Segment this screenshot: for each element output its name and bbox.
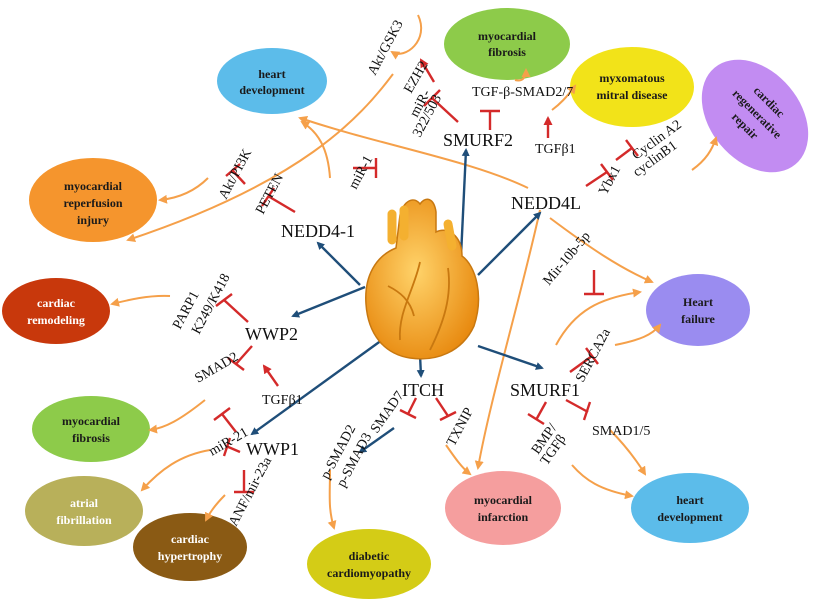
label-smad1-5: SMAD1/5 — [592, 424, 650, 439]
label-serca2a: SERCA2a — [573, 326, 614, 385]
label-anf-mir23a: ANF/mir-23a — [226, 454, 275, 529]
label-mir-10b: Mir-10b-5p — [541, 229, 594, 288]
activation-arrows — [250, 148, 544, 454]
label-akt-gsk3: Akt/GSK3 — [365, 18, 406, 78]
arrow-heart-to-wwp1 — [250, 339, 383, 436]
arrow-akt-gsk3-to-reperfusion — [126, 73, 394, 243]
arrow-bmp-to-heart-development — [571, 464, 634, 500]
arrow-nedd4-1-to-heart-development — [300, 120, 331, 179]
inhibition-links — [213, 58, 639, 494]
arrow-nedd4l-to-infarction — [474, 209, 541, 470]
label-smad7: SMAD7 — [368, 389, 408, 436]
node-wwp2: WWP2 — [245, 324, 298, 344]
arrow-heart-to-wwp2 — [291, 285, 366, 318]
arrow-psmad-to-diabetic — [327, 469, 337, 530]
arrow-tgf-smad-to-fibrosis — [514, 68, 531, 82]
arrow-ezh2 — [419, 58, 436, 83]
arrow-akt-pi3k-to-reperfusion — [158, 177, 209, 204]
arrow-smad2-to-fibrosis — [148, 399, 206, 434]
arrow-mir10b-to-heart-failure — [555, 288, 642, 346]
label-tgfb1-mid: TGFβ1 — [262, 393, 303, 408]
arrow-heart-to-smurf2 — [459, 148, 470, 257]
arrow-heart-to-nedd4l — [477, 211, 542, 276]
outcome-arrows — [110, 14, 719, 530]
arrow-mir21-to-atrial — [140, 449, 211, 492]
arrow-parp1-to-remodeling — [110, 294, 171, 307]
label-peten: PETEN — [253, 171, 287, 217]
label-smad2: SMAD2 — [193, 350, 242, 387]
label-mir-21: miR-21 — [207, 425, 252, 459]
arrow-to-akt-gsk3 — [390, 14, 423, 60]
arrow-serca-to-heart-failure — [614, 323, 662, 346]
ligase-nodes: NEDD4-1 SMURF2 NEDD4L WWP2 WWP1 ITCH SMU… — [245, 130, 581, 459]
label-ybx1: Ybx1 — [596, 163, 624, 198]
arrow-tgf-smad-to-myxomatous — [551, 84, 577, 111]
label-ezh2: EZH2 — [401, 59, 431, 96]
label-txnip: TXNIP — [444, 405, 477, 449]
arrow-nedd4l-to-heart-development — [298, 115, 529, 189]
label-tgfb1-top: TGFβ1 — [535, 142, 576, 157]
arrow-smad15-to-heart-development — [609, 429, 647, 476]
arrow-heart-to-smurf1 — [477, 344, 544, 370]
node-nedd4-1: NEDD4-1 — [281, 221, 355, 241]
node-nedd4l: NEDD4L — [511, 193, 581, 213]
label-mir-1: miR-1 — [346, 153, 376, 192]
disease-cardiac-regenerative-repair: cardiacregenerativerepair — [701, 59, 809, 173]
arrow-anf-to-hypertrophy — [205, 494, 226, 522]
label-tgf-smad: TGF-β-SMAD2/7 — [472, 85, 573, 100]
node-wwp1: WWP1 — [246, 439, 299, 459]
heart-icon — [365, 198, 480, 360]
arrow-heart-to-nedd4-1 — [316, 241, 361, 286]
node-itch: ITCH — [402, 380, 444, 400]
label-akt-pi3k: Akt/PI3K — [216, 147, 255, 202]
node-smurf2: SMURF2 — [443, 130, 513, 150]
arrow-nedd4l-to-heart-failure — [549, 217, 654, 284]
arrow-smad7-to-psmad — [358, 427, 395, 454]
node-smurf1: SMURF1 — [510, 380, 580, 400]
arrow-cyclin-to-regenerative — [691, 136, 719, 171]
arrow-txnip-to-infarction — [445, 444, 472, 476]
